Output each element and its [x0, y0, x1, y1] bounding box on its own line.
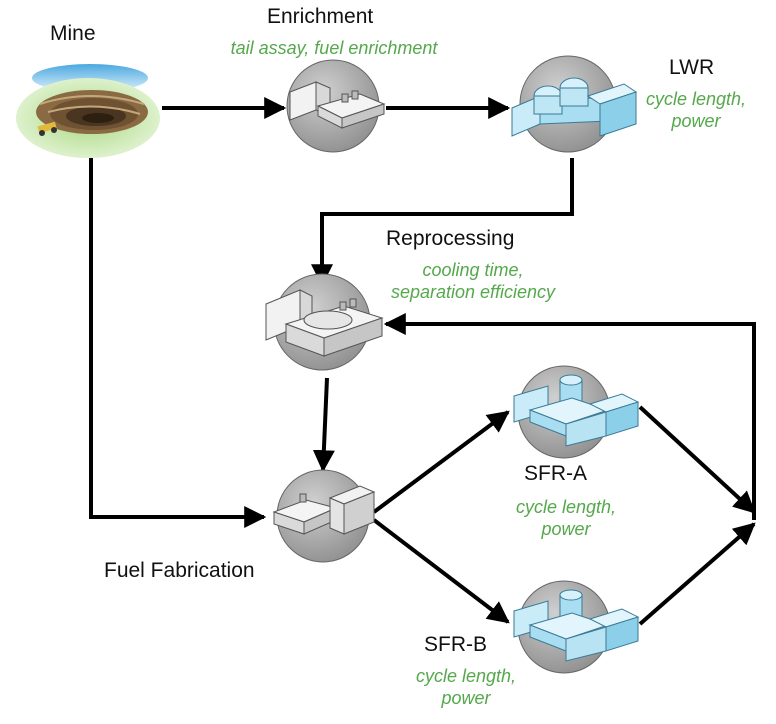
arrow-fabrication-to-sfr-b	[372, 518, 510, 624]
mine-label: Mine	[50, 22, 96, 45]
sfr-b-param-line: cycle length,	[415, 666, 517, 686]
arrow-sfr-a-to-merge	[638, 405, 756, 514]
sfr-b-plant-icon	[513, 580, 640, 674]
sfr-b-params: cycle length, power	[400, 665, 532, 709]
mine-icon	[16, 64, 160, 158]
lwr-plant-icon	[511, 55, 638, 153]
lwr-param-line: power	[671, 111, 721, 131]
arrow-sfr-b-to-merge	[638, 522, 756, 626]
sfr-a-param-line: power	[541, 519, 591, 539]
fuel-fabrication-plant-icon	[272, 469, 376, 563]
sfr-a-param-line: cycle length,	[515, 497, 617, 517]
arrow-fabrication-to-sfr-a	[372, 410, 510, 514]
enrichment-param-line: tail assay, fuel enrichment	[230, 38, 438, 58]
flow-arrows	[89, 97, 756, 626]
sfr-a-label: SFR-A	[524, 462, 587, 485]
arrow-reprocessing-to-fabrication	[312, 377, 335, 473]
fuel-fabrication-label: Fuel Fabrication	[104, 559, 255, 582]
arrow-mine-to-fabrication	[89, 158, 267, 528]
lwr-param-line: cycle length,	[645, 89, 747, 109]
reprocessing-plant-icon	[265, 273, 384, 371]
enrichment-plant-icon	[286, 59, 386, 153]
sfr-a-params: cycle length, power	[500, 496, 632, 540]
sfr-b-label: SFR-B	[424, 633, 487, 656]
enrichment-label: Enrichment	[267, 5, 374, 28]
reprocessing-label: Reprocessing	[386, 227, 515, 250]
sfr-b-param-line: power	[441, 688, 491, 708]
sfr-a-plant-icon	[513, 365, 640, 459]
reprocessing-param-line: separation efficiency	[390, 282, 556, 302]
lwr-label: LWR	[669, 56, 715, 79]
reprocessing-params: cooling time, separation efficiency	[366, 259, 580, 303]
arrow-lwr-to-reprocessing	[311, 158, 574, 287]
reprocessing-param-line: cooling time,	[422, 260, 524, 280]
arrow-merge-to-reprocessing	[383, 313, 756, 520]
lwr-params: cycle length, power	[634, 88, 758, 132]
enrichment-params: tail assay, fuel enrichment	[200, 37, 468, 59]
